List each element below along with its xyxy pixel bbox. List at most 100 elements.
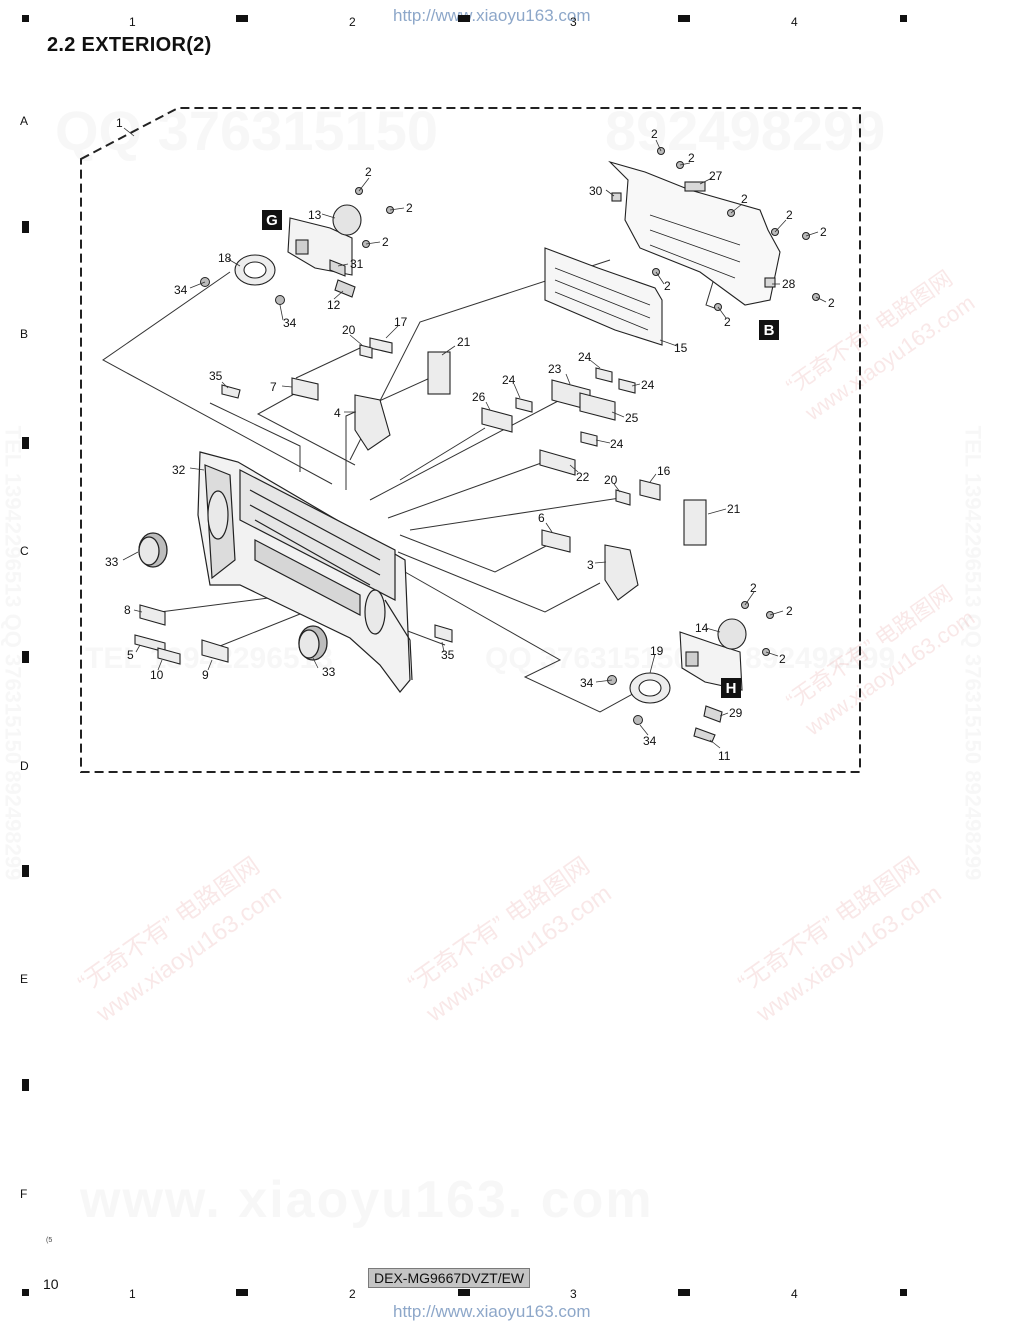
badge-h-label: H — [726, 680, 737, 697]
knob-right — [298, 625, 328, 661]
part-label-1: 1 — [116, 116, 123, 130]
bracket-b — [544, 247, 663, 346]
part-label-2: 2 — [688, 151, 695, 165]
column-number: 3 — [570, 15, 577, 29]
part-label-19: 19 — [650, 644, 664, 658]
part-label-8: 8 — [124, 603, 131, 617]
part-label-20: 20 — [604, 473, 618, 487]
part-label-2: 2 — [828, 296, 835, 310]
part-label-34: 34 — [283, 316, 297, 330]
row-label: B — [20, 327, 29, 341]
part-label-10: 10 — [150, 668, 164, 682]
column-number: 4 — [791, 1287, 798, 1301]
row-label: C — [20, 544, 29, 558]
part-label-24: 24 — [641, 378, 655, 392]
column-number: 2 — [349, 15, 356, 29]
badge-b: B — [759, 320, 779, 340]
part-label-33: 33 — [105, 555, 119, 569]
part-label-32: 32 — [172, 463, 186, 477]
column-mark — [458, 15, 470, 22]
knob-left — [138, 532, 168, 568]
row-label: E — [20, 972, 29, 986]
part-label-7: 7 — [270, 380, 277, 394]
part-label-34: 34 — [643, 734, 657, 748]
footer-tiny-mark: (5 — [46, 1237, 53, 1244]
row-mark — [22, 865, 29, 877]
part-label-15: 15 — [674, 341, 688, 355]
part-label-30: 30 — [589, 184, 603, 198]
part-label-18: 18 — [218, 251, 232, 265]
part-label-28: 28 — [782, 277, 796, 291]
part-label-24: 24 — [610, 437, 624, 451]
upper-bracket — [608, 160, 781, 306]
part-label-4: 4 — [334, 406, 341, 420]
corner-mark — [900, 15, 907, 22]
column-number: 1 — [129, 15, 136, 29]
corner-mark — [22, 15, 29, 22]
part-label-2: 2 — [365, 165, 372, 179]
part-label-29: 29 — [729, 706, 743, 720]
badge-b-label: B — [764, 322, 775, 339]
part-label-3: 3 — [587, 558, 594, 572]
row-label: F — [20, 1187, 28, 1201]
part-label-11: 11 — [718, 749, 731, 763]
part-label-2: 2 — [724, 315, 731, 329]
row-mark — [22, 651, 29, 663]
column-mark — [236, 15, 248, 22]
part-label-2: 2 — [750, 581, 757, 595]
part-label-12: 12 — [327, 298, 341, 312]
part-label-21: 21 — [727, 502, 741, 516]
part-label-14: 14 — [695, 621, 709, 635]
row-mark — [22, 1079, 29, 1091]
corner-mark — [22, 1289, 29, 1296]
part-label-27: 27 — [709, 169, 723, 183]
part-label-2: 2 — [382, 235, 389, 249]
part-label-2: 2 — [651, 127, 658, 141]
part-label-17: 17 — [394, 315, 408, 329]
column-mark — [458, 1289, 470, 1296]
column-number: 3 — [570, 1287, 577, 1301]
part-label-13: 13 — [308, 208, 322, 222]
part-label-34: 34 — [174, 283, 188, 297]
part-label-2: 2 — [820, 225, 827, 239]
part-label-2: 2 — [779, 652, 786, 666]
leader-lines — [122, 127, 827, 749]
part-label-23: 23 — [548, 362, 562, 376]
part-label-35: 35 — [209, 369, 223, 383]
assembly-boundary — [80, 107, 861, 773]
column-number: 1 — [129, 1287, 136, 1301]
section-title: 2.2 EXTERIOR(2) — [47, 34, 212, 56]
part-label-25: 25 — [625, 411, 639, 425]
column-mark — [678, 15, 690, 22]
part-label-5: 5 — [127, 648, 134, 662]
front-panel — [197, 451, 413, 693]
model-name: DEX-MG9667DVZT/EW — [368, 1268, 531, 1288]
badge-g: G — [262, 210, 282, 230]
badge-h: H — [721, 678, 741, 698]
ring-19 — [629, 672, 671, 704]
part-label-26: 26 — [472, 390, 486, 404]
part-label-16: 16 — [657, 464, 671, 478]
part-label-2: 2 — [664, 279, 671, 293]
part-label-24: 24 — [578, 350, 592, 364]
part-label-31: 31 — [350, 257, 364, 271]
row-label: D — [20, 759, 29, 773]
footer-url[interactable]: http://www.xiaoyu163.com — [393, 1302, 591, 1321]
part-label-2: 2 — [786, 604, 793, 618]
column-mark — [236, 1289, 248, 1296]
column-mark — [678, 1289, 690, 1296]
part-label-21: 21 — [457, 335, 471, 349]
header-url[interactable]: http://www.xiaoyu163.com — [393, 6, 591, 25]
part-label-2: 2 — [406, 201, 413, 215]
page-number: 10 — [43, 1276, 59, 1292]
ring-18 — [234, 254, 276, 286]
row-mark — [22, 221, 29, 233]
part-label-9: 9 — [202, 668, 209, 682]
column-number: 2 — [349, 1287, 356, 1301]
part-label-2: 2 — [786, 208, 793, 222]
badge-g-label: G — [266, 212, 278, 229]
corner-mark — [900, 1289, 907, 1296]
column-number: 4 — [791, 15, 798, 29]
row-label: A — [20, 114, 29, 128]
